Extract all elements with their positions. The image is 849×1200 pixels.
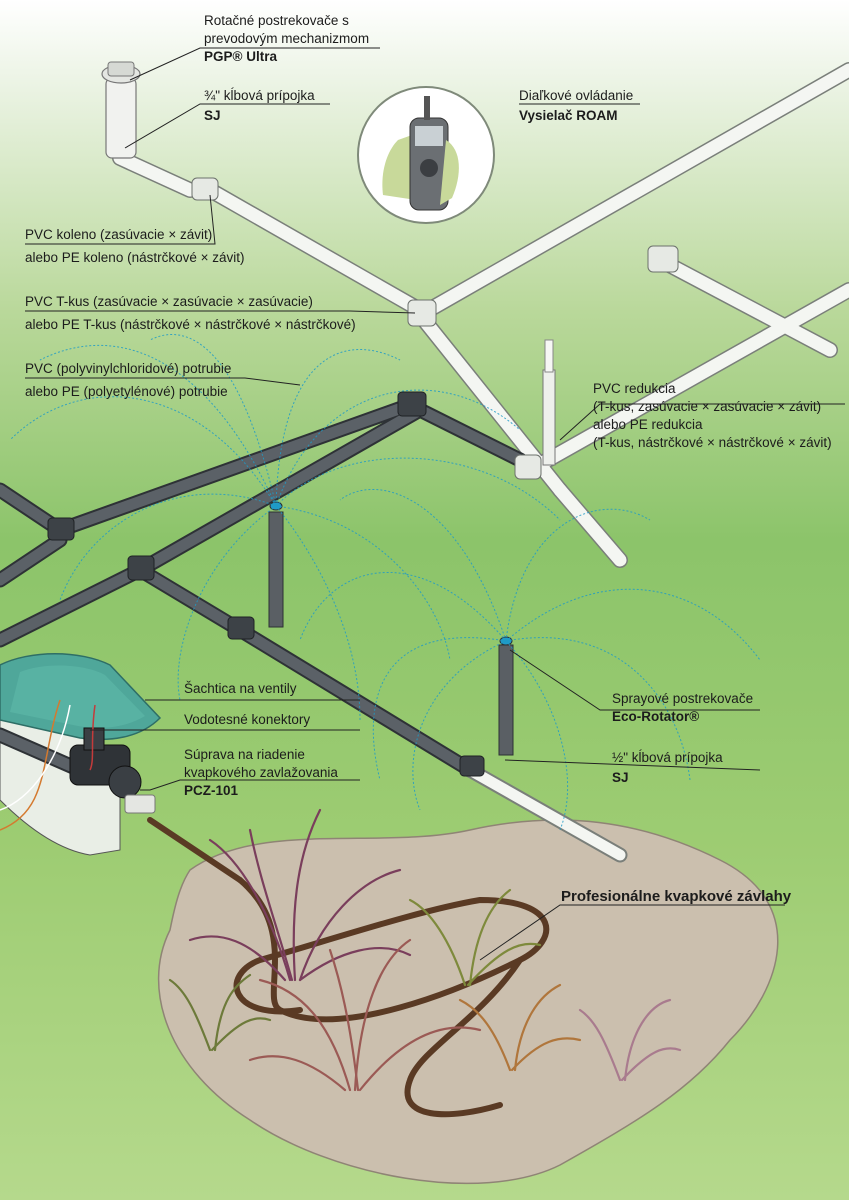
label-drip-kit-line1: Súprava na riadenie [184, 747, 305, 762]
water-spray [9, 334, 761, 831]
label-sj34-product: SJ [204, 108, 221, 123]
label-reducer: PVC redukcia (T-kus, zasúvacie × zasúvac… [593, 380, 832, 452]
label-spray: Sprayové postrekovače Eco-Rotator® [612, 690, 753, 726]
label-roam-product: Vysielač ROAM [519, 108, 618, 123]
label-sj12-line1: ½" kĺbová prípojka [612, 750, 723, 765]
valve-box [0, 653, 162, 856]
riser-sprinkler [542, 339, 556, 466]
label-drip-kit: Súprava na riadenie kvapkového zavlažova… [184, 746, 338, 800]
label-pgp-line2: prevodovým mechanizmom [204, 31, 370, 46]
wires [0, 699, 96, 831]
label-drip: Profesionálne kvapkové závlahy [561, 888, 791, 906]
label-elbow: PVC koleno (zasúvacie × závit) alebo PE … [25, 226, 245, 267]
label-pgp-line1: Rotačné postrekovače s [204, 13, 349, 28]
leader-lines [25, 47, 845, 961]
grasses [168, 808, 682, 1092]
label-pipe-line2: alebo PE (polyetylénové) potrubie [25, 384, 228, 399]
label-spray-product: Eco-Rotator® [612, 709, 700, 724]
label-pgp-product: PGP® Ultra [204, 49, 277, 64]
drip-tubing [233, 877, 550, 1118]
label-sj34: ¾" kĺbová prípojka SJ [204, 87, 315, 125]
pgp-rotor [101, 61, 141, 159]
label-spray-line1: Sprayové postrekovače [612, 691, 754, 706]
label-tee: PVC T-kus (zasúvacie × zasúvacie × zasúv… [25, 293, 356, 334]
label-sj12: ½" kĺbová prípojka SJ [612, 749, 723, 787]
soil-bed [157, 819, 779, 1185]
label-connectors-line1: Vodotesné konektory [184, 712, 311, 727]
label-drip-kit-product: PCZ-101 [184, 783, 239, 798]
label-valvebox-line1: Šachtica na ventily [184, 681, 297, 696]
label-elbow-line1: PVC koleno (zasúvacie × závit) [25, 227, 213, 242]
label-reducer-line4: (T-kus, nástrčkové × nástrčkové × závit) [593, 435, 832, 450]
label-valvebox: Šachtica na ventily [184, 680, 297, 698]
label-sj34-line1: ¾" kĺbová prípojka [204, 88, 315, 103]
grey-pipes [0, 397, 628, 863]
label-roam: Diaľkové ovládanie Vysielač ROAM [519, 87, 633, 125]
label-tee-line2: alebo PE T-kus (nástrčkové × nástrčkové … [25, 317, 356, 332]
label-reducer-line3: alebo PE redukcia [593, 417, 703, 432]
fittings [47, 391, 485, 777]
label-pipe: PVC (polyvinylchloridové) potrubie alebo… [25, 360, 231, 401]
drip-kit [69, 727, 243, 883]
label-roam-line1: Diaľkové ovládanie [519, 88, 634, 103]
label-sj12-product: SJ [612, 770, 629, 785]
label-drip-line1: Profesionálne kvapkové závlahy [561, 888, 792, 905]
label-reducer-line2: (T-kus, zasúvacie × zasúvacie × závit) [593, 399, 822, 414]
white-pipes [112, 62, 849, 568]
label-pgp: Rotačné postrekovače s prevodovým mechan… [204, 12, 369, 66]
label-drip-kit-line2: kvapkového zavlažovania [184, 765, 338, 780]
label-elbow-line2: alebo PE koleno (nástrčkové × závit) [25, 250, 245, 265]
label-pipe-line1: PVC (polyvinylchloridové) potrubie [25, 361, 232, 376]
label-tee-line1: PVC T-kus (zasúvacie × zasúvacie × zasúv… [25, 294, 313, 309]
label-connectors: Vodotesné konektory [184, 711, 310, 729]
remote-illustration [357, 86, 495, 224]
label-reducer-line1: PVC redukcia [593, 381, 676, 396]
